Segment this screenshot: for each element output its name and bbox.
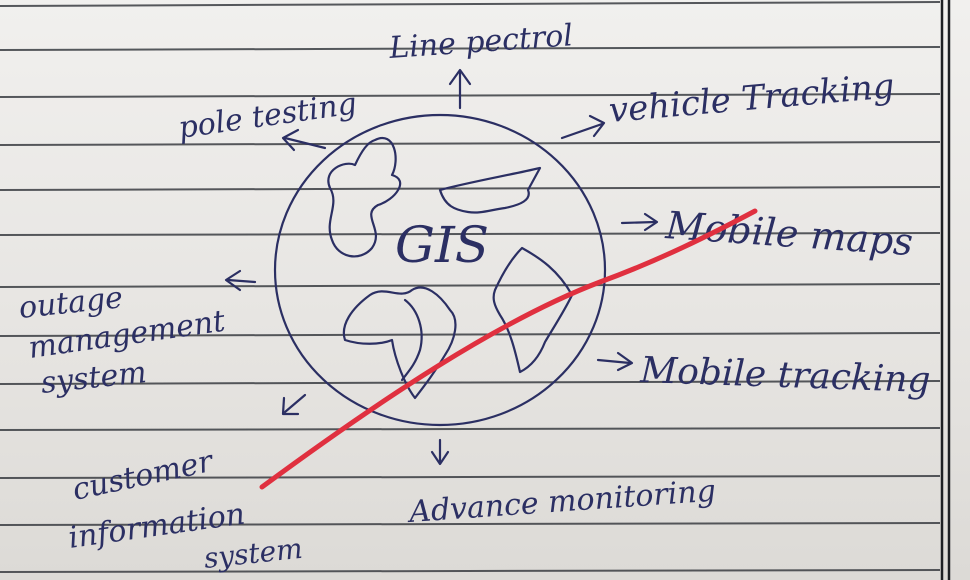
margin-line	[940, 0, 951, 580]
center-label: GIS	[395, 216, 489, 274]
globe-icon	[273, 113, 607, 427]
arrows	[224, 68, 659, 466]
arrow-up-left-icon	[281, 128, 327, 152]
red-strike-line	[259, 208, 758, 490]
label-lower-left-line1: customer	[69, 444, 217, 508]
label-right: Mobile maps	[663, 203, 914, 264]
label-bottom-line1: Advance monitoring	[405, 474, 717, 531]
ruled-lines	[0, 1, 941, 573]
arrow-up-icon	[448, 68, 472, 110]
arrow-right-icon	[596, 351, 634, 372]
label-top: Line pectrol	[387, 18, 574, 66]
label-upper-right: vehicle Tracking	[607, 66, 896, 131]
arrow-left-icon	[224, 269, 257, 292]
arrow-down-left-icon	[281, 393, 307, 416]
arrow-down-icon	[430, 438, 450, 466]
arrow-right-icon	[560, 114, 606, 140]
arrow-right-icon	[620, 212, 659, 232]
label-lower-right: Mobile tracking	[639, 350, 931, 401]
label-lower-left-line3: system	[202, 532, 304, 575]
